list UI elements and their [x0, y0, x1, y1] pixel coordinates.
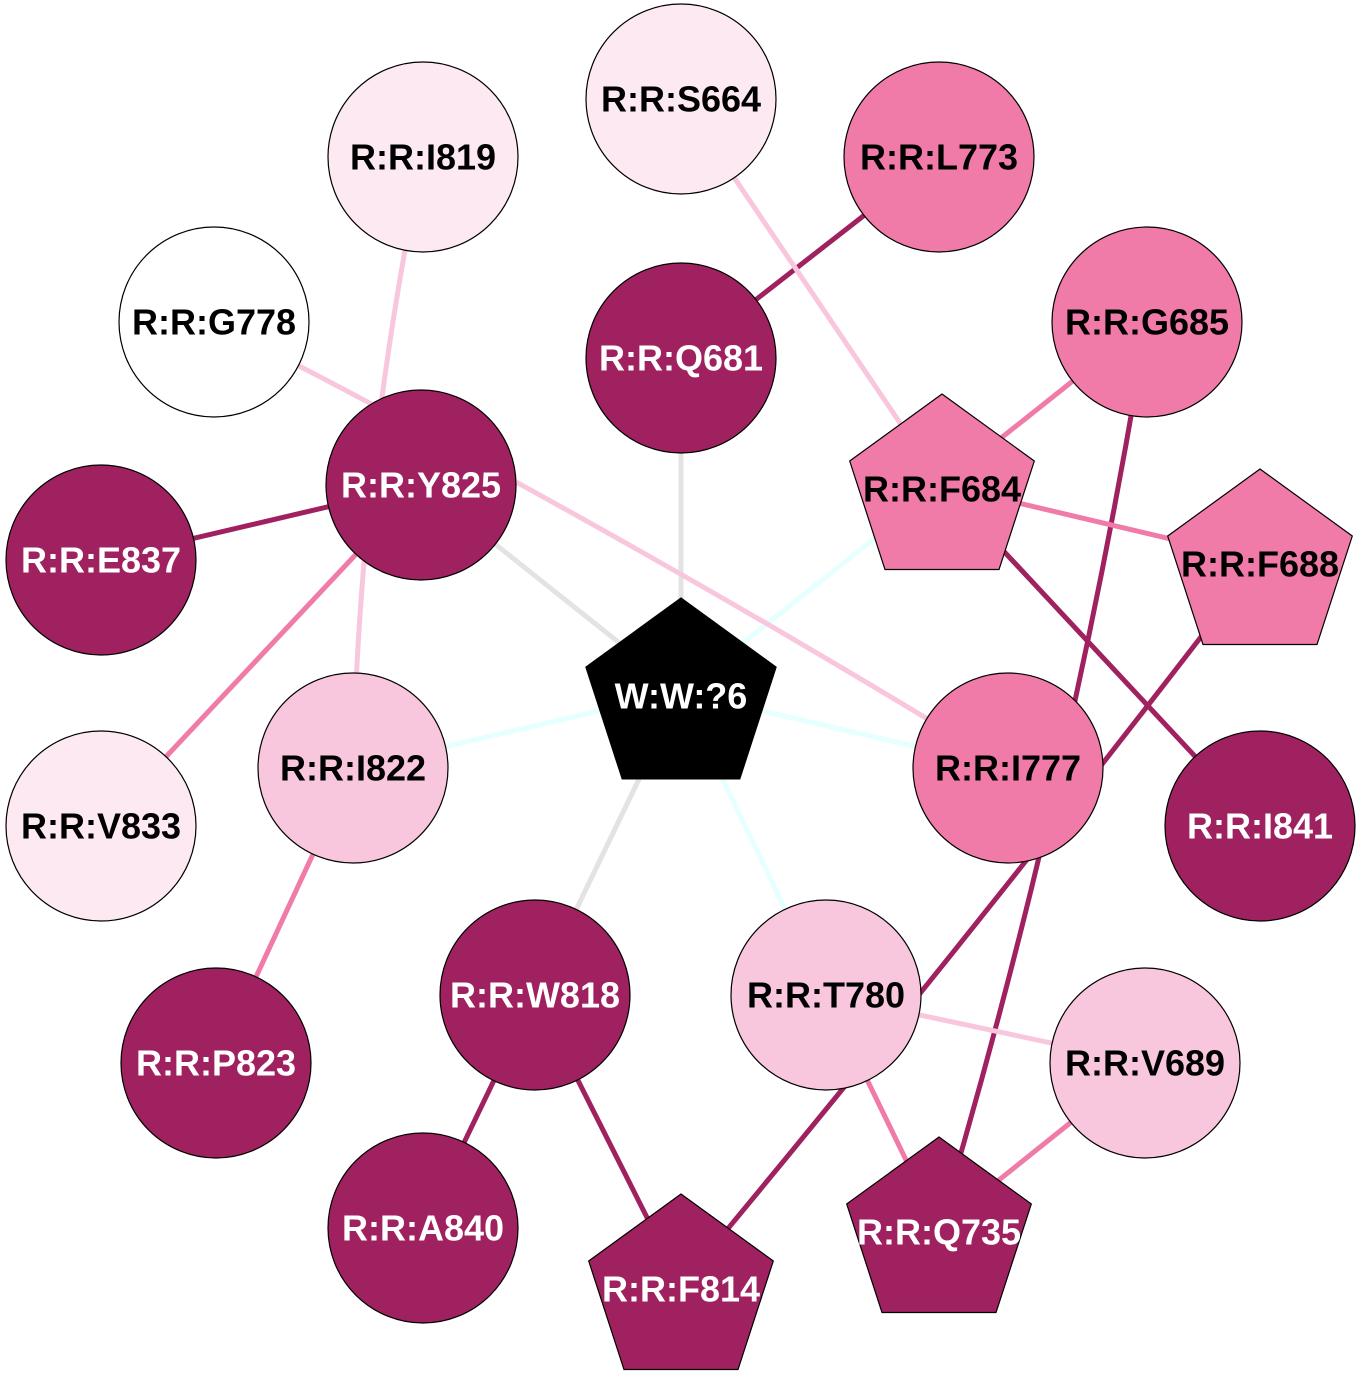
node-shape-r-r-t780: [730, 899, 922, 1091]
node-shape-r-r-a840: [327, 1132, 519, 1324]
node-shape-r-r-l773: [843, 61, 1035, 253]
node-r-r-i777: R:R:I777: [912, 672, 1104, 864]
node-r-r-v689: R:R:V689: [1049, 967, 1241, 1159]
node-shape-r-r-f684: [848, 393, 1036, 571]
node-shape-r-r-v833: [5, 730, 197, 922]
node-r-r-i819: R:R:I819: [327, 61, 519, 253]
node-r-r-g685: R:R:G685: [1051, 226, 1243, 418]
node-r-r-q735: R:R:Q735: [845, 1136, 1033, 1314]
node-r-r-f814: R:R:F814: [587, 1193, 775, 1371]
node-shape-r-r-i819: [327, 61, 519, 253]
node-shape-r-r-f688: [1166, 468, 1354, 646]
node-label-r-r-v833: R:R:V833: [21, 806, 181, 847]
node-r-r-f688: R:R:F688: [1166, 468, 1354, 646]
node-label-r-r-f814: R:R:F814: [602, 1269, 760, 1310]
node-r-r-t780: R:R:T780: [730, 899, 922, 1091]
node-shape-r-r-s664: [585, 3, 777, 195]
node-shape-r-r-g778: [118, 226, 310, 418]
node-shape-r-r-i822: [257, 672, 449, 864]
node-label-r-r-q735: R:R:Q735: [857, 1212, 1021, 1253]
node-label-r-r-y825: R:R:Y825: [341, 465, 501, 506]
node-label-r-r-w818: R:R:W818: [450, 975, 620, 1016]
node-r-r-q681: R:R:Q681: [585, 262, 777, 454]
node-label-r-r-t780: R:R:T780: [747, 975, 905, 1016]
node-shape-r-r-i777: [912, 672, 1104, 864]
node-shape-r-r-e837: [5, 464, 197, 656]
node-label-r-r-f688: R:R:F688: [1181, 544, 1339, 585]
node-shape-r-r-q681: [585, 262, 777, 454]
node-label-r-r-s664: R:R:S664: [601, 79, 761, 120]
node-shape-w-w-6: [585, 597, 777, 780]
node-r-r-e837: R:R:E837: [5, 464, 197, 656]
node-label-r-r-i819: R:R:I819: [350, 137, 496, 178]
node-shape-r-r-w818: [439, 899, 631, 1091]
nodes-layer: W:W:?6 R:R:Q681 R:R:L773 R:R:S664R:R:I819R:…: [5, 3, 1356, 1371]
node-r-r-s664: R:R:S664: [585, 3, 777, 195]
node-shape-r-r-p823: [120, 967, 312, 1159]
node-shape-r-r-y825: [325, 389, 517, 581]
node-shape-r-r-g685: [1051, 226, 1243, 418]
node-label-r-r-g685: R:R:G685: [1065, 302, 1229, 343]
node-r-r-i822: R:R:I822: [257, 672, 449, 864]
node-r-r-i841: R:R:I841: [1164, 730, 1356, 922]
node-r-r-a840: R:R:A840: [327, 1132, 519, 1324]
node-label-r-r-v689: R:R:V689: [1065, 1043, 1225, 1084]
node-r-r-g778: R:R:G778: [118, 226, 310, 418]
node-label-r-r-e837: R:R:E837: [21, 540, 181, 581]
node-label-r-r-q681: R:R:Q681: [599, 338, 763, 379]
node-label-r-r-i822: R:R:I822: [280, 748, 426, 789]
node-r-r-p823: R:R:P823: [120, 967, 312, 1159]
node-label-r-r-f684: R:R:F684: [863, 469, 1021, 510]
node-shape-r-r-q735: [845, 1136, 1033, 1314]
node-r-r-y825: R:R:Y825: [325, 389, 517, 581]
node-w-w-6: W:W:?6: [585, 597, 777, 780]
edge-r-r-g778-to-r-r-i777: [212, 319, 1010, 771]
node-r-r-v833: R:R:V833: [5, 730, 197, 922]
node-label-r-r-a840: R:R:A840: [342, 1208, 504, 1249]
node-shape-r-r-v689: [1049, 967, 1241, 1159]
node-label-w-w-6: W:W:?6: [615, 676, 748, 717]
node-label-r-r-g778: R:R:G778: [132, 302, 296, 343]
node-label-r-r-i777: R:R:I777: [935, 748, 1081, 789]
node-shape-r-r-i841: [1164, 730, 1356, 922]
node-label-r-r-p823: R:R:P823: [136, 1043, 296, 1084]
node-label-r-r-i841: R:R:I841: [1187, 806, 1333, 847]
node-r-r-w818: R:R:W818: [439, 899, 631, 1091]
node-r-r-f684: R:R:F684: [848, 393, 1036, 571]
node-shape-r-r-f814: [587, 1193, 775, 1371]
node-r-r-l773: R:R:L773: [843, 61, 1035, 253]
edge-r-r-f688-to-r-r-f814: [679, 558, 1262, 1287]
node-label-r-r-l773: R:R:L773: [860, 137, 1018, 178]
